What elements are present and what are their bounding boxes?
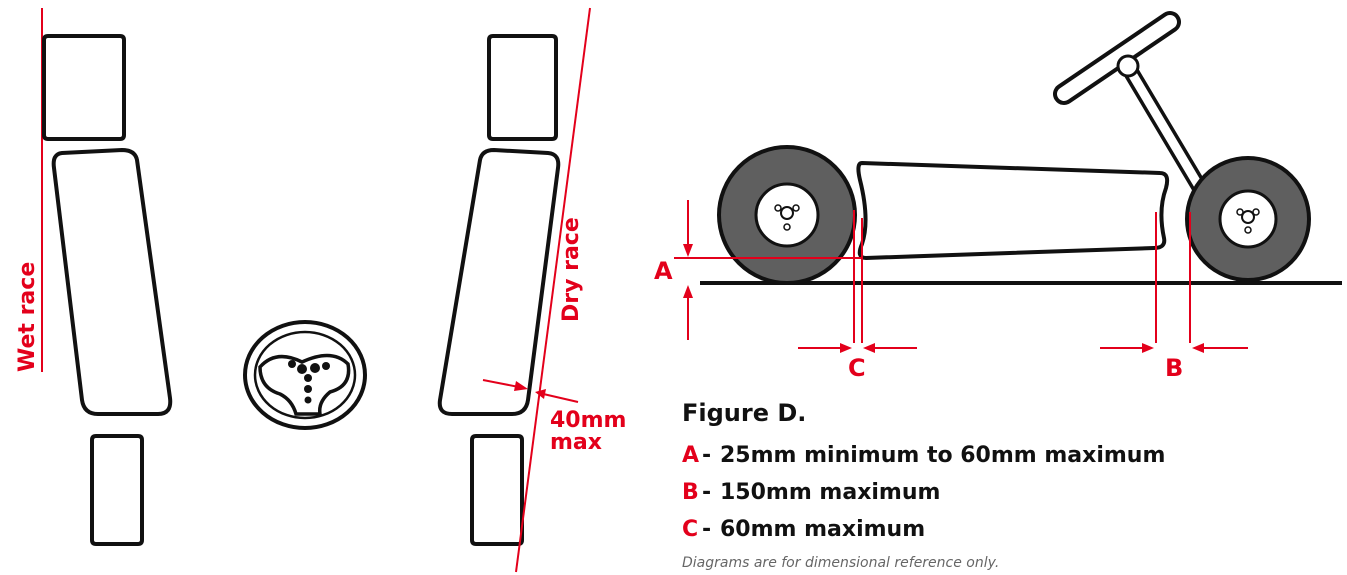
- kart-side-pod-shape: [856, 160, 1170, 261]
- front-bumper-shape-dry: [487, 34, 558, 141]
- wet-race-label: Wet race: [15, 262, 40, 372]
- steering-wheel-side-icon: [1053, 11, 1181, 105]
- legend-letter-c: C: [682, 517, 698, 542]
- legend-letter-a: A: [682, 443, 699, 468]
- dimension-b-label: B: [1165, 354, 1183, 382]
- side-pod-shape: [51, 147, 173, 416]
- side-pod-shape-dry: [437, 147, 561, 416]
- steering-wheel-icon: [243, 320, 367, 430]
- rear-section-shape-dry: [470, 434, 524, 546]
- legend-text-b: 150mm maximum: [720, 480, 940, 505]
- legend-dash-b: -: [702, 480, 711, 505]
- dry-reference-line: [515, 7, 591, 573]
- legend-text-a: 25mm minimum to 60mm maximum: [720, 443, 1165, 468]
- legend-letter-b: B: [682, 480, 699, 505]
- legend-text-c: 60mm maximum: [720, 517, 925, 542]
- front-bumper-shape: [42, 34, 126, 141]
- reference-note: Diagrams are for dimensional reference o…: [682, 555, 999, 571]
- figure-legend: Figure D. A - 25mm minimum to 60mm maxim…: [682, 399, 1165, 571]
- legend-dash-a: -: [702, 443, 711, 468]
- max-width-label-line2: max: [550, 430, 602, 455]
- wet-race-group: Wet race: [15, 8, 173, 546]
- front-wheel-icon: [717, 145, 857, 285]
- max-width-label-line1: 40mm: [550, 408, 626, 433]
- dimension-a-label: A: [654, 257, 673, 285]
- kart-side-view: A C B: [654, 11, 1342, 382]
- legend-dash-c: -: [702, 517, 711, 542]
- rear-wheel-icon: [1185, 156, 1311, 282]
- dry-race-label: Dry race: [559, 217, 584, 322]
- rear-section-shape: [90, 434, 144, 546]
- width-arrow-right: [538, 392, 579, 403]
- dry-race-group: Dry race 40mm max: [437, 7, 626, 573]
- dimension-c-label: C: [848, 354, 866, 382]
- figure-title: Figure D.: [682, 399, 806, 427]
